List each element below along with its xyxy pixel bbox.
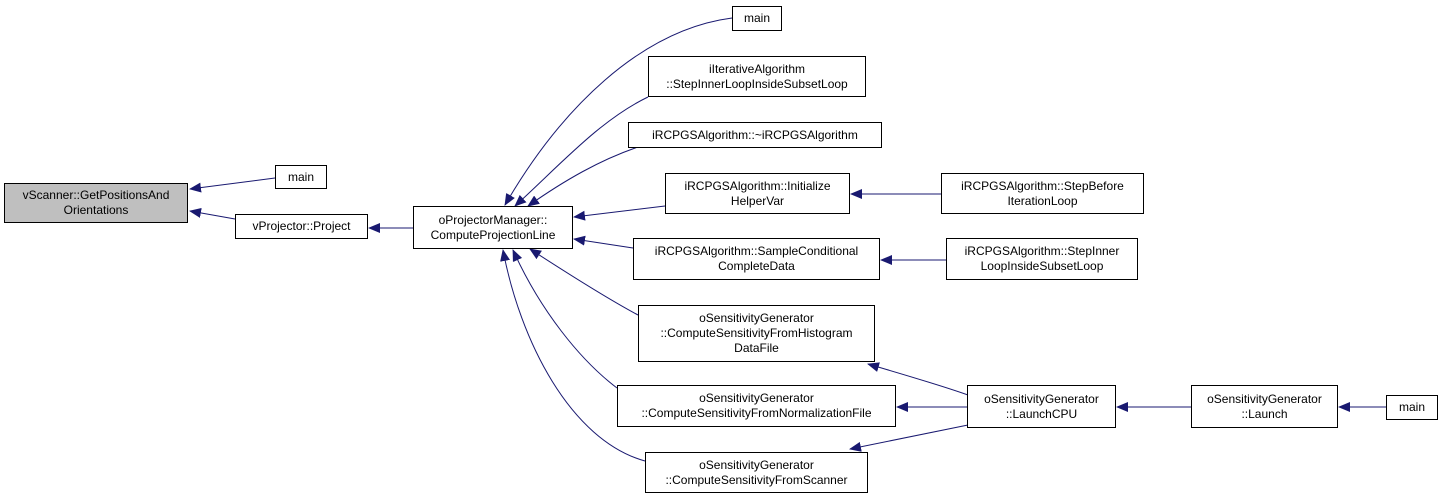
node-compute-sensitivity-from-normalization-file[interactable]: oSensitivityGenerator::ComputeSensitivit… [617,385,896,427]
node-label-line: iRCPGSAlgorithm::StepInner [964,244,1120,258]
edge-sens-scanner-to-compute-line [500,249,646,462]
node-label-line: main [1398,400,1425,414]
node-label-line: oProjectorManager:: [438,212,548,227]
node-label-line: ComputeProjectionLine [430,227,556,242]
edge-main-to-get-positions [189,177,276,193]
edge-main-to-compute-line [504,17,733,206]
node-label-line: oSensitivityGenerator [699,457,814,472]
node-label-line: HelperVar [730,193,785,208]
node-rcpgs-destructor[interactable]: iRCPGSAlgorithm::~iRCPGSAlgorithm [628,122,882,148]
node-label-line: iIterativeAlgorithm [708,61,806,76]
node-label-line: oSensitivityGenerator [699,391,814,405]
edge-sens-norm-to-compute-line [512,249,618,389]
node-vprojector-project[interactable]: vProjector::Project [235,214,368,239]
edge-init-helper-to-compute-line [573,205,666,221]
node-label-line: oSensitivityGenerator [984,391,1099,406]
edge-launch-cpu-to-sens-scanner [849,424,969,452]
node-label-line: oSensitivityGenerator [699,311,814,325]
node-main[interactable]: main [732,6,782,31]
edge-step-inner-iter-to-compute-line [514,96,649,207]
node-label-line: main [287,169,314,184]
node-compute-sensitivity-from-scanner[interactable]: oSensitivityGenerator::ComputeSensitivit… [645,452,868,493]
node-label-line: ::StepInnerLoopInsideSubsetLoop [666,76,848,91]
node-label-line: IterationLoop [1007,193,1078,208]
edge-destructor-to-compute-line [527,146,639,207]
node-step-inner-loop-inside-subset-loop[interactable]: iIterativeAlgorithm::StepInnerLoopInside… [648,56,866,97]
edge-project-to-get-positions [189,208,236,220]
node-main[interactable]: main [1386,395,1438,420]
node-label-line: vScanner::GetPositionsAnd [22,188,170,202]
node-label-line: Orientations [63,203,129,217]
node-compute-sensitivity-from-histogram-data-file[interactable]: oSensitivityGenerator::ComputeSensitivit… [638,305,875,362]
node-label-line: iRCPGSAlgorithm::Initialize [684,178,831,193]
node-launch[interactable]: oSensitivityGenerator::Launch [1191,385,1338,428]
node-label-line: oSensitivityGenerator [1207,391,1322,406]
node-label-line: DataFile [734,341,779,355]
node-compute-projection-line[interactable]: oProjectorManager::ComputeProjectionLine [413,206,573,249]
node-label-line: iRCPGSAlgorithm::~iRCPGSAlgorithm [652,127,858,142]
node-label-line: iRCPGSAlgorithm::SampleConditional [654,244,859,258]
node-label-line: main [743,11,770,25]
node-label-line: LoopInsideSubsetLoop [980,259,1104,273]
node-label-line: ::LaunchCPU [1005,406,1078,421]
node-label-line: ::ComputeSensitivityFromScanner [665,472,848,487]
node-launch-cpu[interactable]: oSensitivityGenerator::LaunchCPU [967,385,1116,428]
node-main[interactable]: main [275,165,327,189]
edge-sample-cond-to-compute-line [573,235,634,249]
edge-launch-cpu-to-sens-hist [867,362,969,396]
node-label-line: ::ComputeSensitivityFromHistogram [660,326,853,340]
node-label-line: vProjector::Project [252,219,351,233]
edge-sens-hist-to-compute-line [529,248,639,316]
node-label-line: ::Launch [1241,406,1288,421]
node-label-line: ::ComputeSensitivityFromNormalizationFil… [641,406,872,420]
node-label-line: CompleteData [718,259,795,273]
node-label-line: iRCPGSAlgorithm::StepBefore [961,178,1124,193]
